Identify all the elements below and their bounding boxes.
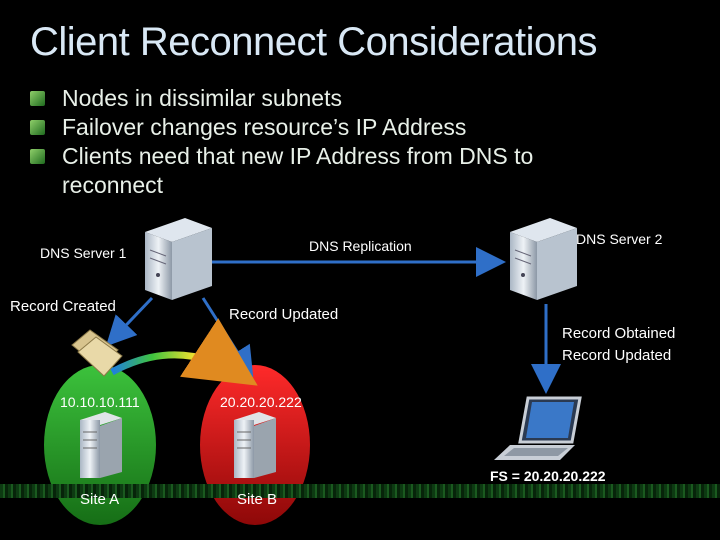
bullet-icon <box>30 91 45 106</box>
bullet-text: Failover changes resource’s IP Address <box>62 114 467 140</box>
site-a-ip-label: 10.10.10.111 <box>60 394 140 410</box>
bullet-icon <box>30 149 45 164</box>
dns-server-1-icon <box>145 218 212 300</box>
laptop-icon <box>494 396 582 460</box>
dns-server-2-icon <box>510 218 577 300</box>
failover-arrow <box>110 318 258 386</box>
bullet-item: Nodes in dissimilar subnets <box>30 84 630 113</box>
site-a-server-icon <box>80 412 122 478</box>
bullet-item: Failover changes resource’s IP Address <box>30 113 630 142</box>
record-updated-2-label: Record Updated <box>562 347 672 364</box>
record-created-label: Record Created <box>10 298 116 315</box>
record-obtained-label: Record Obtained <box>562 325 676 342</box>
dns-server-2-label: DNS Server 2 <box>576 231 663 247</box>
dns-server-1-label: DNS Server 1 <box>40 245 127 261</box>
site-b-server-icon <box>234 412 276 478</box>
folder-icon <box>71 329 123 377</box>
bullet-item: Clients need that new IP Address from DN… <box>30 142 630 200</box>
site-b-label: Site B <box>237 491 278 508</box>
footer-stripe <box>0 484 720 498</box>
dns-replication-label: DNS Replication <box>309 238 412 254</box>
bullet-icon <box>30 120 45 135</box>
bullet-text: Clients need that new IP Address from DN… <box>62 143 534 198</box>
site-a-label: Site A <box>80 491 120 508</box>
bullet-list: Nodes in dissimilar subnets Failover cha… <box>30 84 630 200</box>
site-b-ip-label: 20.20.20.222 <box>220 394 302 410</box>
record-created-arrow <box>105 296 154 347</box>
slide-title: Client Reconnect Considerations <box>30 20 598 64</box>
bullet-text: Nodes in dissimilar subnets <box>62 85 342 111</box>
fs-address-label: FS = 20.20.20.222 <box>490 468 606 484</box>
record-updated-label: Record Updated <box>229 306 339 323</box>
